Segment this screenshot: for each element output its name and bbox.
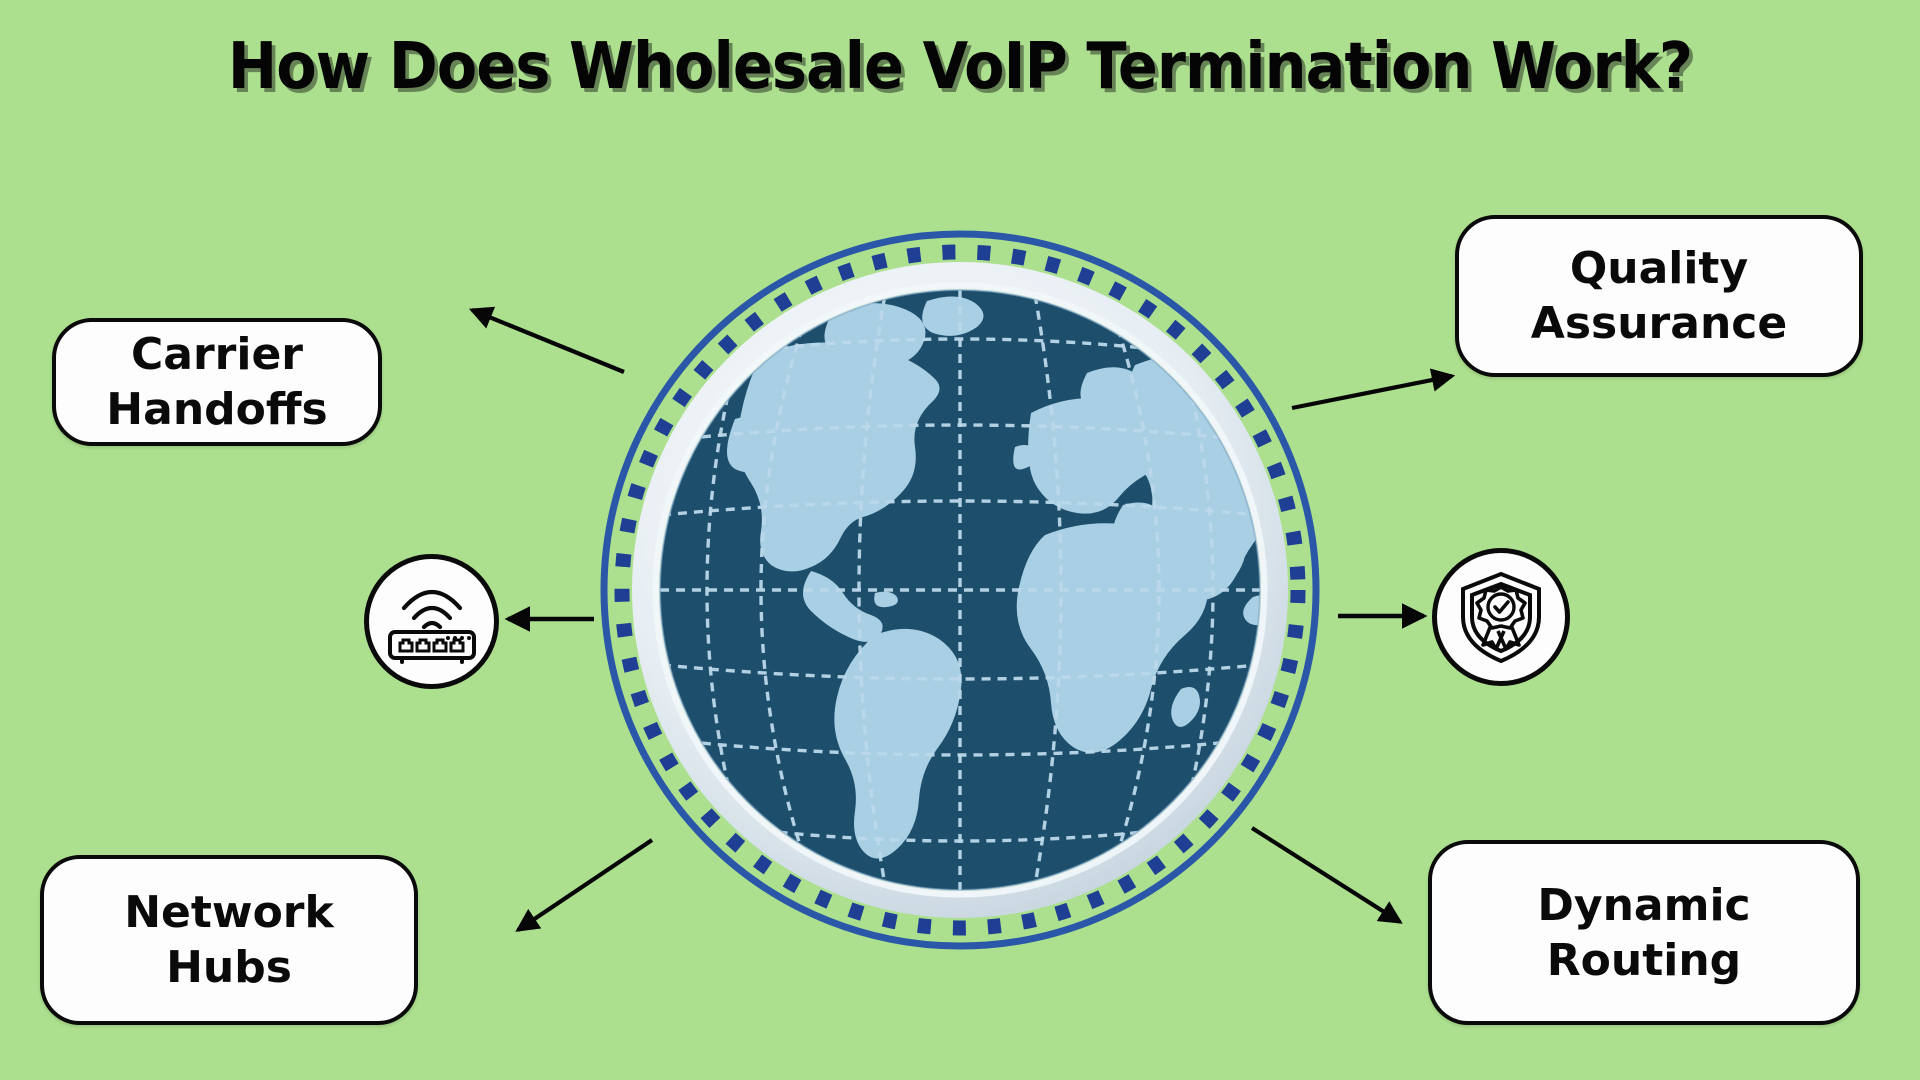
node-dynamic-routing[interactable]: Dynamic Routing [1428,840,1860,1025]
globe-graphic [575,205,1345,975]
node-carrier-handoffs[interactable]: Carrier Handoffs [52,318,382,446]
node-label-network-hubs: Network Hubs [124,887,334,993]
node-quality-assurance[interactable]: Quality Assurance [1455,215,1863,377]
node-label-carrier-handoffs: Carrier Handoffs [106,329,328,435]
wifi-router-icon[interactable] [364,554,499,689]
node-label-quality-assurance: Quality Assurance [1530,243,1788,349]
node-label-dynamic-routing: Dynamic Routing [1537,879,1751,986]
page-title: How Does Wholesale VoIP Termination Work… [227,30,1693,104]
node-network-hubs[interactable]: Network Hubs [40,855,418,1025]
shield-quality-badge-icon[interactable] [1432,548,1570,686]
